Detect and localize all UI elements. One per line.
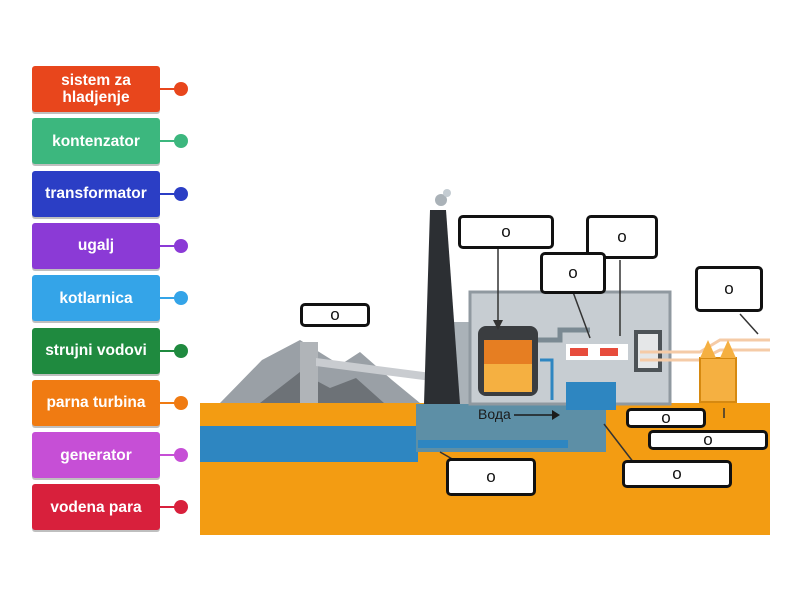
- water-channel: [200, 426, 418, 462]
- draggable-label[interactable]: ugalj: [32, 222, 160, 269]
- drop-zone-marker: o: [501, 222, 511, 241]
- label-row: transformator: [32, 170, 192, 219]
- label-dot-handle[interactable]: [174, 186, 188, 201]
- label-row: ugalj: [32, 222, 192, 271]
- drop-zone[interactable]: o: [622, 460, 732, 488]
- label-row: kontenzator: [32, 118, 192, 166]
- label-dot-handle[interactable]: [174, 343, 188, 358]
- draggable-label[interactable]: kotlarnica: [32, 275, 160, 322]
- label-row: vodena para: [32, 484, 192, 532]
- conveyor-tower: [300, 342, 318, 403]
- drop-zone-marker: o: [486, 467, 496, 486]
- transformer: [699, 357, 737, 403]
- label-row: kotlarnica: [32, 275, 192, 323]
- draggable-label[interactable]: sistem za hladjenje: [32, 66, 160, 112]
- label-row: generator: [32, 432, 192, 480]
- drop-zone-marker: o: [568, 263, 578, 282]
- coal-mountain: [220, 340, 420, 403]
- draggable-label[interactable]: transformator: [32, 170, 160, 217]
- label-connector: [160, 401, 182, 404]
- drop-zone[interactable]: o: [300, 303, 370, 327]
- drop-zone-marker: o: [703, 430, 713, 449]
- label-dot-handle[interactable]: [174, 134, 188, 149]
- drop-zone[interactable]: o: [586, 215, 658, 259]
- label-connector: [160, 192, 182, 195]
- drop-zone[interactable]: o: [540, 252, 606, 294]
- drop-zone-marker: o: [617, 227, 627, 246]
- chimney: [424, 210, 460, 404]
- water-label: Вода: [478, 406, 511, 422]
- label-dot-handle[interactable]: [174, 500, 188, 515]
- label-connector: [160, 349, 182, 352]
- drop-zone[interactable]: o: [695, 266, 763, 312]
- label-connector: [160, 88, 182, 90]
- drop-zone[interactable]: o: [458, 215, 554, 249]
- label-connector: [160, 506, 182, 509]
- draggable-label[interactable]: strujni vodovi: [32, 327, 160, 374]
- label-dot-handle[interactable]: [174, 238, 188, 253]
- label-dot-handle[interactable]: [174, 395, 188, 410]
- label-row: strujni vodovi: [32, 327, 192, 376]
- drop-zone[interactable]: o: [626, 408, 706, 428]
- draggable-label[interactable]: kontenzator: [32, 118, 160, 165]
- drop-zone[interactable]: o: [446, 458, 536, 496]
- label-dot-handle[interactable]: [174, 82, 188, 96]
- drop-zone-marker: o: [724, 279, 734, 298]
- drop-zone-marker: o: [330, 305, 340, 324]
- condenser: [566, 382, 616, 410]
- draggable-label[interactable]: vodena para: [32, 484, 160, 531]
- draggable-label[interactable]: generator: [32, 432, 160, 479]
- label-connector: [160, 140, 182, 143]
- drop-zone[interactable]: o: [648, 430, 768, 450]
- label-row: sistem za hladjenje: [32, 66, 192, 114]
- label-connector: [160, 244, 182, 247]
- label-connector: [160, 454, 182, 457]
- label-row: parna turbina: [32, 379, 192, 428]
- draggable-label[interactable]: parna turbina: [32, 379, 160, 426]
- label-connector: [160, 297, 182, 300]
- drop-zone-marker: o: [661, 408, 671, 427]
- label-dot-handle[interactable]: [174, 448, 188, 463]
- drop-zone-marker: o: [672, 464, 682, 483]
- label-dot-handle[interactable]: [174, 291, 188, 306]
